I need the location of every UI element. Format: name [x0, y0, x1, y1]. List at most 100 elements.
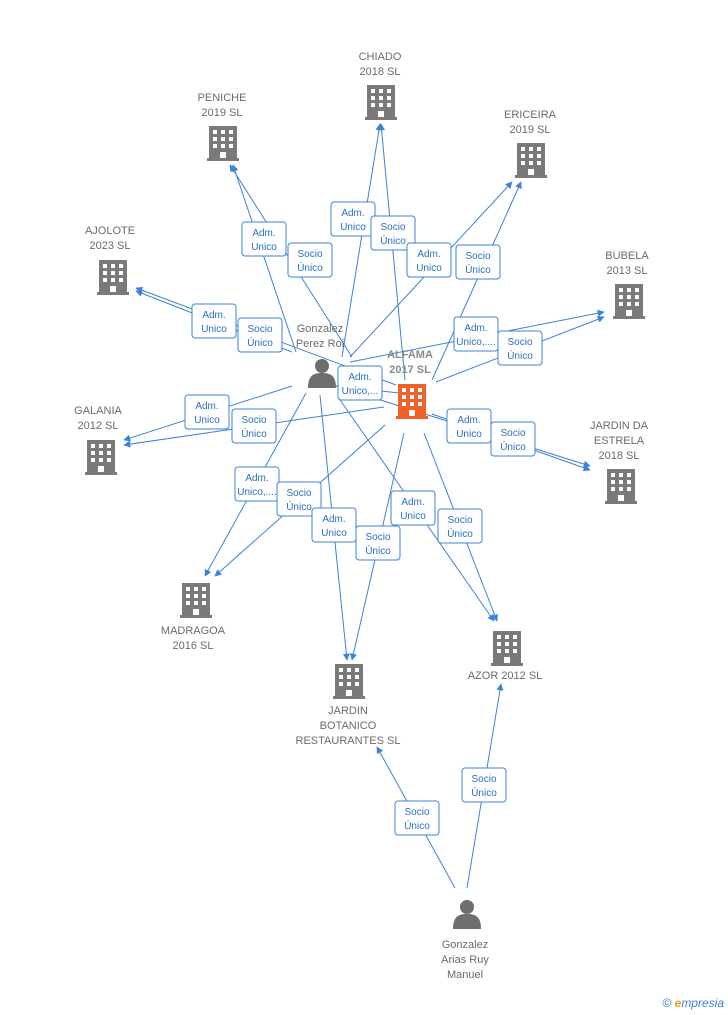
- relation-label-alfama-adm[interactable]: Adm.Unico,...: [337, 365, 383, 401]
- relation-text: Unico: [194, 415, 220, 426]
- relation-label-azor-adm[interactable]: Adm.Unico: [390, 490, 436, 526]
- relation-label-madragoa-adm[interactable]: Adm.Unico,....: [234, 466, 280, 502]
- relation-text: Único: [507, 349, 533, 362]
- node-label: Manuel: [447, 969, 483, 981]
- node-label: 2018 SL: [360, 66, 401, 78]
- node-label: 2017 SL: [389, 364, 431, 376]
- relation-box: [437, 508, 483, 544]
- node-label: ALFAMA: [387, 349, 433, 361]
- node-label: Arias Ruy: [441, 954, 489, 966]
- node-azor[interactable]: AZOR 2012 SL: [468, 631, 543, 682]
- relation-text: Adm.: [417, 249, 440, 260]
- relation-label-galania-adm[interactable]: Adm. Unico: [184, 394, 230, 430]
- node-label: 2013 SL: [607, 265, 648, 277]
- person-icon: [453, 900, 481, 929]
- building-icon: [515, 143, 547, 178]
- building-icon: [365, 85, 397, 120]
- node-label: 2019 SL: [202, 107, 243, 119]
- relation-text: Adm.: [195, 401, 218, 412]
- relation-text: Unico: [321, 528, 347, 539]
- relation-box: [406, 242, 452, 278]
- building-icon: [613, 284, 645, 319]
- relation-text: Adm.: [202, 310, 225, 321]
- node-label: Perez Roi: [296, 338, 344, 350]
- relation-box: [237, 317, 283, 353]
- relation-box: [231, 408, 277, 444]
- node-bubela[interactable]: BUBELA 2013 SL: [605, 250, 649, 319]
- relation-text: Único: [247, 336, 273, 349]
- building-icon: [180, 583, 212, 618]
- relation-text: Único: [241, 427, 267, 440]
- relation-box: [455, 244, 501, 280]
- relation-text: Unico: [251, 242, 277, 253]
- relation-label-peniche-adm[interactable]: Adm.Unico: [241, 221, 287, 257]
- relation-text: Socio: [471, 774, 496, 785]
- relation-text: Unico: [416, 263, 442, 274]
- building-icon: [207, 126, 239, 161]
- relation-label-bubela-adm[interactable]: Adm.Unico,....: [453, 316, 499, 352]
- relation-text: Socio: [241, 415, 266, 426]
- node-label: CHIADO: [359, 51, 402, 63]
- edges-layer: [123, 123, 605, 889]
- relation-text: Único: [471, 786, 497, 799]
- relation-label-ericeira-adm[interactable]: Adm. Unico: [406, 242, 452, 278]
- relation-text: Único: [404, 819, 430, 832]
- node-label: ESTRELA: [594, 435, 645, 447]
- brand-footer[interactable]: © empresia: [662, 996, 724, 1010]
- relation-box: [276, 481, 322, 517]
- building-icon: [491, 631, 523, 666]
- brand-initial: e: [674, 996, 682, 1010]
- relation-label-estrela-adm[interactable]: Adm.Unico: [446, 408, 492, 444]
- relation-text: Unico,....: [456, 337, 495, 348]
- relation-text: Socio: [500, 428, 525, 439]
- relation-text: Socio: [365, 532, 390, 543]
- relation-box: [241, 221, 287, 257]
- relation-text: Único: [286, 500, 312, 513]
- relation-box: [497, 330, 543, 366]
- relation-text: Unico,....: [237, 487, 276, 498]
- relation-text: Único: [297, 261, 323, 274]
- node-alfama[interactable]: ALFAMA 2017 SL: [387, 349, 433, 419]
- relation-text: Socio: [465, 251, 490, 262]
- relation-box: [287, 242, 333, 278]
- relation-label-botanico-adm[interactable]: Adm.Unico: [311, 507, 357, 543]
- node-chiado[interactable]: CHIADO 2018 SL: [359, 51, 402, 120]
- relation-label-chiado-adm[interactable]: Adm.Unico: [330, 201, 376, 237]
- relation-text: Socio: [507, 337, 532, 348]
- relation-text: Socio: [286, 488, 311, 499]
- relation-label-ajolote-adm[interactable]: Adm.Unico: [191, 303, 237, 339]
- relation-box: [337, 365, 383, 401]
- relation-box: [490, 421, 536, 457]
- building-icon: [396, 384, 428, 419]
- relation-text: Socio: [380, 222, 405, 233]
- relation-box: [390, 490, 436, 526]
- node-label: 2018 SL: [599, 450, 640, 462]
- relation-box: [191, 303, 237, 339]
- relation-box: [311, 507, 357, 543]
- relation-text: Socio: [247, 324, 272, 335]
- node-label: BUBELA: [605, 250, 649, 262]
